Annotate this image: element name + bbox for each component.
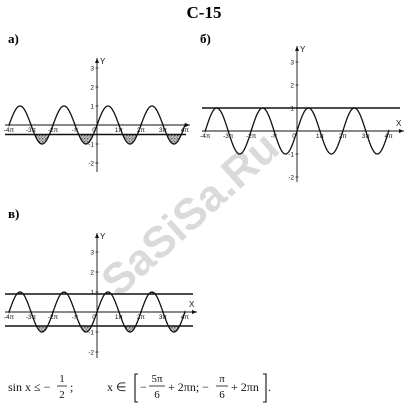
x-tick-label: 0 (92, 314, 96, 321)
x-tick-label: 4π (181, 127, 190, 134)
panel-a-label: а) (8, 31, 19, 46)
y-axis-label: Y (100, 232, 106, 241)
answer-left-bracket (134, 373, 138, 403)
x-tick-label: 1π (115, 314, 124, 321)
x-tick-label: 2π (137, 314, 146, 321)
y-tick-label: 2 (90, 84, 94, 91)
y-tick-label: 1 (90, 103, 94, 110)
x-tick-label: -2π (48, 314, 59, 321)
x-axis-arrow (399, 129, 404, 133)
shaded-region (166, 134, 182, 144)
x-tick-label: -π (271, 133, 278, 140)
shaded-region (78, 134, 94, 144)
shaded-region (168, 326, 180, 332)
chart-panel-b: Y X -4π -3π -2π -π 0 1π 2π 3π 4π 3 2 1 -1 -2 (200, 45, 404, 182)
y-tick-label: -1 (288, 151, 294, 158)
x-tick-label: -4π (4, 127, 15, 134)
x-tick-label: -2π (48, 127, 59, 134)
answer-a-suffix: + 2πn; − (168, 380, 209, 394)
x-tick-label: 2π (137, 127, 146, 134)
x-tick-label: -3π (223, 133, 234, 140)
x-tick-label: 2π (339, 133, 348, 140)
y-tick-label: -2 (88, 160, 94, 167)
y-tick-label: -1 (88, 141, 94, 148)
y-tick-label: 1 (90, 289, 94, 296)
answer-a-denominator: 6 (154, 389, 160, 401)
answer-b-denominator: 6 (219, 389, 225, 401)
x-tick-label: -4π (4, 314, 15, 321)
answer-end: . (268, 380, 271, 394)
chart-panel-a: Y -4π -3π -2π -π 0 1π 2π 3π 4π 3 2 1 -1 -2 (4, 57, 190, 172)
y-axis-arrow (95, 58, 99, 63)
answer-lhs-numerator: 1 (59, 373, 65, 385)
x-tick-label: 1π (115, 127, 124, 134)
x-axis-arrow (192, 310, 197, 314)
y-tick-label: -1 (88, 329, 94, 336)
x-tick-label: -π (72, 127, 79, 134)
x-tick-label: -2π (246, 133, 257, 140)
shaded-region (122, 134, 138, 144)
page-title: С-15 (187, 3, 222, 22)
y-tick-label: 3 (290, 59, 294, 66)
x-axis-label: X (189, 300, 195, 309)
x-tick-label: -3π (26, 127, 37, 134)
answer-variable: x ∈ (107, 380, 126, 394)
y-axis-label: Y (100, 57, 106, 66)
y-tick-label: 2 (90, 269, 94, 276)
answer-right-bracket (263, 373, 267, 403)
x-tick-label: 0 (92, 127, 96, 134)
x-tick-label: 4π (181, 314, 190, 321)
y-axis-arrow (295, 46, 299, 51)
y-tick-label: 1 (290, 105, 294, 112)
shaded-region (80, 326, 92, 332)
answer-lhs-denominator: 2 (59, 389, 65, 401)
x-tick-label: 3π (362, 133, 371, 140)
x-tick-label: 0 (292, 133, 296, 140)
shaded-region (34, 134, 50, 144)
x-tick-label: -4π (200, 133, 211, 140)
answer-formula: sin x ≤ − 1 2 ; x ∈ − 5π 6 + 2πn; − π 6 … (8, 373, 271, 403)
panel-c-label: в) (8, 206, 19, 221)
answer-a-numerator: 5π (151, 373, 163, 385)
y-axis-label: Y (300, 45, 306, 54)
y-tick-label: -2 (88, 349, 94, 356)
watermark: SaSiSa.Ru (92, 122, 288, 306)
x-tick-label: -3π (26, 314, 37, 321)
x-axis-arrow (185, 123, 190, 127)
y-tick-label: 3 (90, 249, 94, 256)
y-axis-arrow (95, 233, 99, 238)
sine-curve (8, 105, 186, 145)
sine-curve (8, 291, 186, 333)
sine-curve (204, 107, 390, 155)
answer-a-prefix: − (140, 380, 147, 394)
x-tick-label: 4π (385, 133, 394, 140)
x-tick-label: 1π (316, 133, 325, 140)
y-tick-label: -2 (288, 174, 294, 181)
shaded-region (36, 326, 48, 332)
x-axis-label: X (396, 119, 402, 128)
answer-b-numerator: π (219, 373, 225, 385)
answer-separator: ; (70, 380, 73, 394)
x-tick-label: -π (72, 314, 79, 321)
y-tick-label: 3 (90, 65, 94, 72)
y-tick-label: 2 (290, 82, 294, 89)
answer-b-suffix: + 2πn (231, 380, 259, 394)
shaded-region (124, 326, 136, 332)
x-tick-label: 3π (159, 127, 168, 134)
answer-lhs: sin x ≤ − (8, 380, 51, 394)
x-tick-label: 3π (159, 314, 168, 321)
panel-b-label: б) (200, 31, 211, 46)
chart-panel-c: Y X -4π -3π -2π -π 0 1π 2π 3π 4π 3 2 1 -1 -2 (4, 232, 197, 358)
